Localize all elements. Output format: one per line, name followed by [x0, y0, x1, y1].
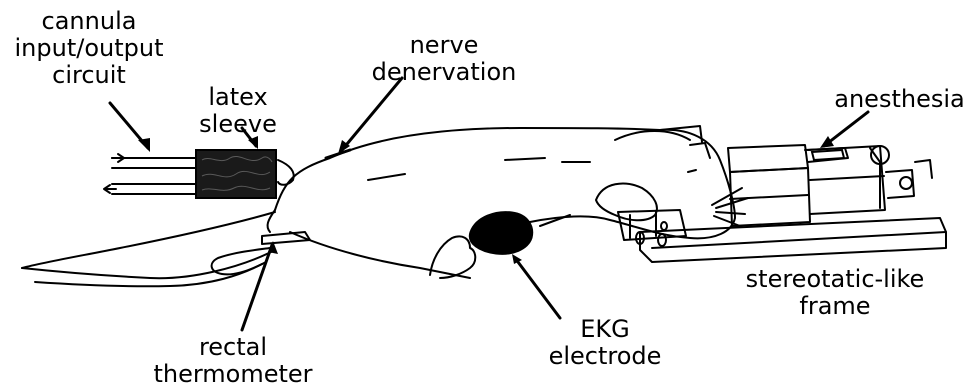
ekg-arrow — [515, 258, 560, 318]
rat-tail-upper — [22, 212, 275, 268]
ekg-label-line-1: EKG — [540, 316, 670, 343]
ekg-label-line-2: electrode — [540, 343, 670, 370]
rectal-label-line-1: rectal — [140, 334, 326, 361]
anesthesia-label: anesthesia — [832, 86, 967, 113]
rectal-thermometer-label: rectal thermometer — [140, 334, 326, 388]
latex-label-line-1: latex — [188, 84, 288, 111]
latex-sleeve-label: latex sleeve — [188, 84, 288, 138]
frame-label-line-2: frame — [728, 293, 942, 320]
cannula-label-line-3: circuit — [6, 62, 172, 89]
sleeve-to-body-connector — [278, 160, 294, 185]
cannula-tubes — [104, 154, 200, 194]
rat-ear — [596, 184, 657, 221]
rectal-label-line-2: thermometer — [140, 361, 326, 388]
frame-label-line-1: stereotatic-like — [728, 266, 942, 293]
anesthesia-nozzle — [812, 150, 844, 160]
body-contour-4 — [540, 215, 570, 226]
rat-belly-outline — [290, 232, 470, 278]
nerve-label-line-1: nerve — [352, 32, 536, 59]
ekg-electrode — [469, 212, 532, 255]
cannula-label: cannula input/output circuit — [6, 8, 172, 89]
body-contour-2 — [505, 158, 545, 160]
rat-eye — [688, 170, 696, 172]
cannula-label-line-1: cannula — [6, 8, 172, 35]
ekg-electrode-label: EKG electrode — [540, 316, 670, 370]
nerve-label-line-2: denervation — [352, 59, 536, 86]
frame-knob — [900, 177, 912, 189]
frame-label: stereotatic-like frame — [728, 266, 942, 320]
latex-label-line-2: sleeve — [188, 111, 288, 138]
cannula-label-line-2: input/output — [6, 35, 172, 62]
rat-head-fur — [615, 131, 690, 140]
stereotatic-frame — [618, 126, 946, 262]
body-contour-1 — [368, 174, 405, 180]
nerve-denervation-label: nerve denervation — [352, 32, 536, 86]
anesthesia-label-line-1: anesthesia — [832, 86, 967, 113]
